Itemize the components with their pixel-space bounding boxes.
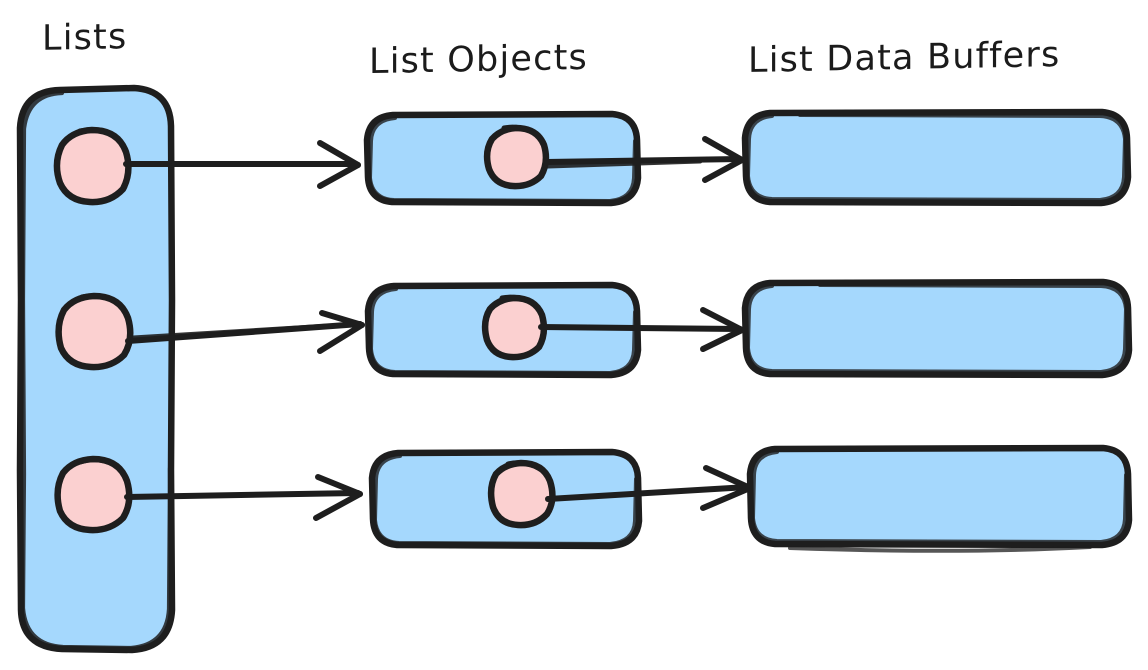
list-object-2-sketch-overstroke	[368, 287, 637, 376]
column-label-lists: Lists	[42, 17, 128, 59]
list-object-1-sketch-overstroke	[367, 116, 637, 204]
list-pointer-3[interactable]	[54, 455, 133, 534]
arrow-list-to-object-3-head-top	[315, 474, 363, 497]
lists-container-sketch-overstroke	[20, 90, 173, 651]
arrow-list-to-object-3[interactable]	[124, 474, 363, 521]
data-buffer-3-shape	[746, 444, 1133, 549]
arrow-list-to-object-2-head-bottom	[317, 322, 365, 354]
data-buffer-2[interactable]	[741, 278, 1133, 379]
arrow-list-to-object-1-head-top	[317, 140, 361, 168]
arrow-object-to-buffer-3-head-bottom	[700, 485, 753, 511]
buffer-pointer-3[interactable]	[487, 459, 556, 529]
arrow-object-to-buffer-3-line	[545, 484, 751, 502]
arrow-list-to-object-2-line-overstroke	[130, 323, 333, 341]
data-buffer-3-sketch-overstroke	[750, 450, 1128, 545]
list-pointer-1[interactable]	[53, 126, 132, 206]
arrow-list-to-object-2[interactable]	[125, 310, 365, 354]
buffer-pointer-1[interactable]	[483, 124, 550, 190]
data-buffer-3[interactable]	[746, 444, 1133, 553]
arrow-list-to-object-1-head-bottom	[317, 162, 361, 189]
data-buffer-3-sketch-bottom-stroke	[788, 545, 1092, 553]
data-buffer-1-sketch-overstroke	[745, 113, 1128, 203]
list-pointer-2[interactable]	[55, 292, 134, 371]
data-buffer-2-sketch-overstroke	[745, 283, 1129, 375]
arrow-list-to-object-1[interactable]	[123, 140, 361, 189]
arrow-object-to-buffer-3[interactable]	[545, 465, 753, 511]
arrow-object-to-buffer-3-head-top	[703, 465, 753, 491]
buffer-pointer-1-shape	[483, 124, 550, 190]
list-object-3-sketch-overstroke	[372, 454, 638, 547]
arrow-object-to-buffer-1-head-top	[702, 136, 745, 163]
buffer-pointer-2[interactable]	[481, 294, 548, 361]
column-label-list-data-buffers: List Data Buffers	[748, 35, 1061, 81]
arrow-object-to-buffer-2-head-top	[700, 307, 745, 333]
buffer-pointer-3-sketch-overstroke	[505, 460, 543, 472]
list-pointer-3-sketch-overstroke	[77, 457, 120, 469]
buffer-pointer-2-sketch-overstroke	[499, 294, 535, 306]
arrow-list-to-object-3-head-bottom	[313, 491, 363, 521]
arrow-object-to-buffer-1[interactable]	[543, 136, 745, 183]
data-buffer-1[interactable]	[741, 108, 1132, 207]
list-pointer-2-sketch-overstroke	[79, 293, 121, 306]
arrow-list-to-object-2-head-top	[319, 310, 365, 328]
buffer-pointer-2-shape	[481, 294, 548, 361]
arrow-object-to-buffer-2-line	[538, 324, 743, 332]
arrow-object-to-buffer-2[interactable]	[538, 307, 745, 352]
list-pointer-1-shape	[53, 126, 132, 206]
list-pointer-1-sketch-overstroke	[77, 127, 119, 140]
arrow-object-to-buffer-1-line-overstroke	[545, 158, 703, 169]
arrow-list-to-object-3-line	[124, 490, 361, 500]
buffer-pointer-1-sketch-overstroke	[501, 124, 537, 136]
arrow-object-to-buffer-1-head-bottom	[702, 157, 745, 183]
data-buffer-1-shape	[741, 108, 1132, 207]
list-pointer-2-shape	[55, 292, 134, 371]
data-buffer-2-shape	[741, 278, 1133, 379]
buffer-pointer-3-shape	[487, 459, 556, 529]
arrow-object-to-buffer-2-head-bottom	[700, 327, 745, 352]
column-label-list-objects: List Objects	[369, 37, 588, 83]
list-pointer-3-shape	[54, 455, 133, 534]
